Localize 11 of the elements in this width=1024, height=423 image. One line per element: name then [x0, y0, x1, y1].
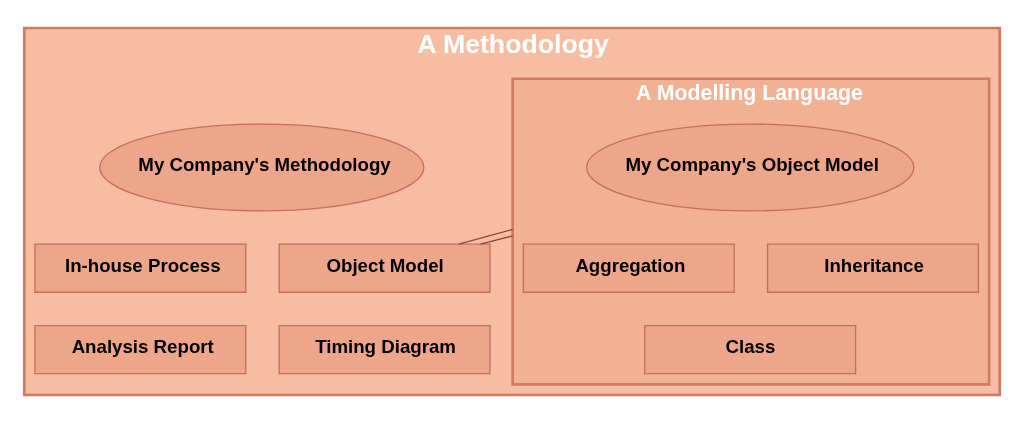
node-ellipse: My Company's Object Model	[585, 123, 915, 212]
node-box: Timing Diagram	[278, 324, 491, 375]
node-box: Analysis Report	[34, 324, 247, 375]
node-box: Inheritance	[766, 243, 980, 293]
connector	[458, 228, 514, 245]
node-box: In-house Process	[34, 243, 247, 293]
node-ellipse: My Company's Methodology	[99, 123, 425, 212]
node-box: Object Model	[278, 243, 491, 293]
connector	[479, 235, 514, 245]
node-box: Class	[644, 324, 857, 375]
node-box: Aggregation	[522, 243, 735, 293]
